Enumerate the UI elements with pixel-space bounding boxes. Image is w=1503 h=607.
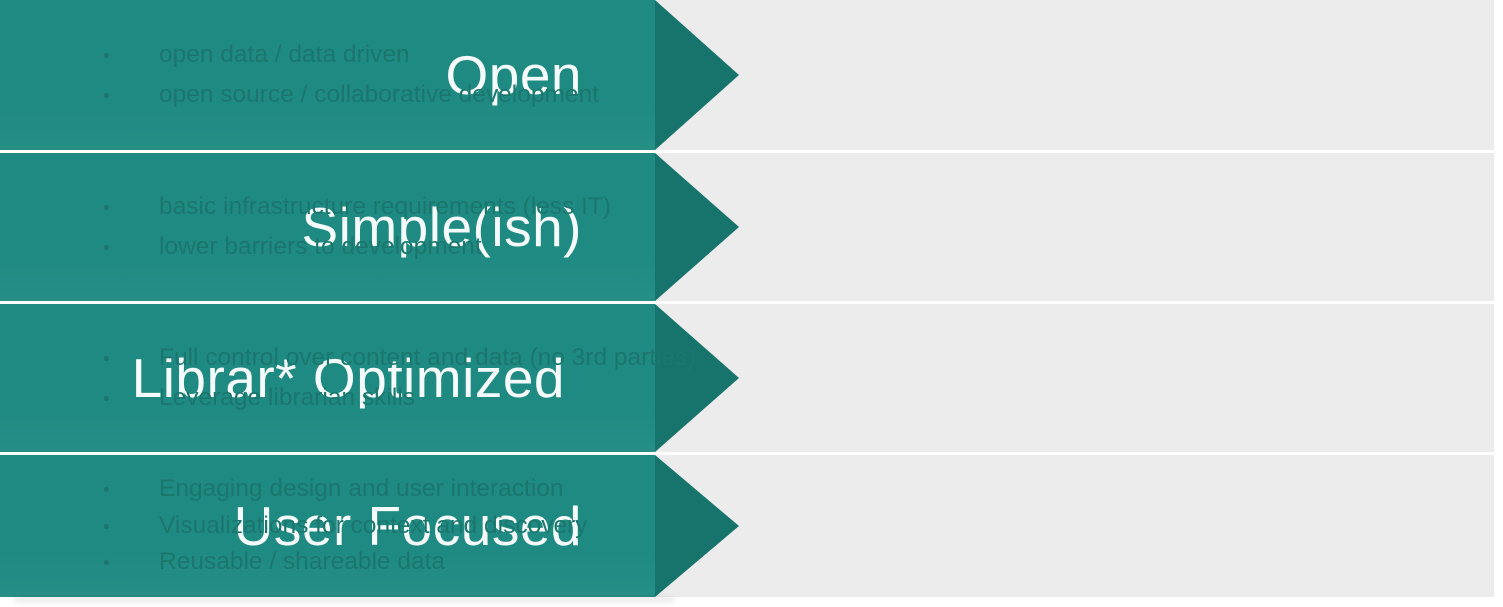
- bullet-text: Engaging design and user interaction: [159, 475, 564, 503]
- bullet-list: Engaging design and user interaction Vis…: [0, 455, 1503, 597]
- bullet-text: Reusable / shareable data: [159, 548, 446, 576]
- bullet-dot-icon: [103, 239, 159, 258]
- bullet-text: Leverage librarian skills: [159, 384, 416, 411]
- stack-drop-shadow: [14, 597, 674, 606]
- bullet-dot-icon: [103, 554, 159, 573]
- bullet-dot-icon: [103, 350, 159, 369]
- bullet-list: Full control over content and data (no 3…: [0, 304, 1503, 452]
- bullet-dot-icon: [103, 481, 159, 500]
- chevron-row: User Focused Engaging design and user in…: [0, 455, 1503, 597]
- chevron-label: Open: [445, 43, 582, 106]
- chevron-arrow-body: [0, 304, 655, 452]
- list-item: lower barriers to development: [103, 227, 1503, 268]
- list-item: Visualizations for context and discovery: [103, 508, 1503, 545]
- bullet-panel: [655, 304, 1494, 452]
- chevron-label: Simple(ish): [301, 195, 582, 258]
- chevron-label: User Focused: [233, 494, 582, 557]
- bullet-text: lower barriers to development: [159, 233, 482, 260]
- bullet-panel: [655, 455, 1494, 597]
- chevron-row: Simple(ish) basic infrastructure require…: [0, 153, 1503, 301]
- list-item: Full control over content and data (no 3…: [103, 338, 1503, 379]
- chevron-row: Open open data / data driven open source…: [0, 0, 1503, 150]
- bullet-text: open data / data driven: [159, 40, 410, 68]
- bullet-list: open data / data driven open source / co…: [0, 0, 1503, 150]
- bullet-dot-icon: [103, 199, 159, 218]
- bullet-dot-icon: [103, 518, 159, 537]
- list-item: basic infrastructure requirements (less …: [103, 187, 1503, 228]
- list-item: Reusable / shareable data: [103, 544, 1503, 581]
- list-item: Engaging design and user interaction: [103, 471, 1503, 508]
- chevron-arrow-body: [0, 153, 655, 301]
- chevron-label: Librar* Optimized: [131, 346, 565, 409]
- bullet-dot-icon: [103, 390, 159, 409]
- bullet-text: Visualizations for context and discovery: [159, 511, 588, 539]
- bullet-text: open source / collaborative development: [159, 81, 599, 108]
- list-item: Leverage librarian skills: [103, 378, 1503, 419]
- chevron-row: Librar* Optimized Full control over cont…: [0, 304, 1503, 452]
- bullet-panel: [655, 0, 1494, 150]
- bullet-list: basic infrastructure requirements (less …: [0, 153, 1503, 301]
- bullet-panel: [655, 153, 1494, 301]
- bullet-text: Full control over content and data (no 3…: [159, 343, 696, 371]
- bullet-text: basic infrastructure requirements (less …: [159, 192, 612, 220]
- bullet-dot-icon: [103, 47, 159, 66]
- list-item: open source / collaborative development: [103, 75, 1503, 116]
- list-item: open data / data driven: [103, 35, 1503, 76]
- bullet-dot-icon: [103, 87, 159, 106]
